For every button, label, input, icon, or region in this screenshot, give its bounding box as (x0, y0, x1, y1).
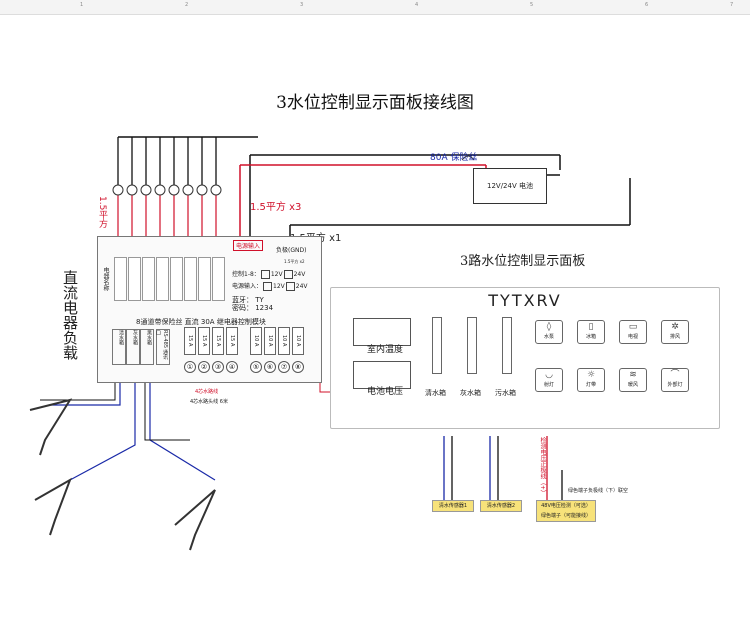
fuse-3: 15 A (212, 327, 224, 355)
channel-7: ⑦ (278, 361, 290, 373)
relay-slot (128, 257, 141, 301)
battery-voltage-label: 电池电压 (367, 387, 404, 397)
negative-label: 负极(GND) (276, 247, 307, 254)
relay-slot (142, 257, 155, 301)
relay-slot (114, 257, 127, 301)
fuse-7: 10 A (278, 327, 290, 355)
fuse-6: 10 A (264, 327, 276, 355)
neg-wire-label: 绿色端子负极线（下）联空 (568, 488, 629, 494)
fuse-8: 10 A (292, 327, 304, 355)
ruler-mark: 2 (185, 2, 189, 8)
ruler-bar: 1 2 3 4 5 6 7 (0, 0, 750, 15)
ruler-mark: 1 (80, 2, 84, 8)
tank-bar-fresh (432, 317, 442, 374)
ruler-mark: 7 (730, 2, 734, 8)
tank-label-fresh: 清水箱 (425, 389, 446, 397)
tank-bar-grey (467, 317, 477, 374)
cable-note-2: 4芯水路头线 6米 (190, 399, 228, 405)
ruler-mark: 5 (530, 2, 534, 8)
terminal-black: 黑水箱 (140, 329, 154, 365)
fan-icon: ✲ (671, 322, 679, 332)
wire-label-x3: 1.5平方 x3 (250, 202, 302, 213)
channel-5: ⑤ (250, 361, 262, 373)
lamp-icon: ☼ (586, 370, 596, 380)
channel-2: ② (198, 361, 210, 373)
channel-8: ⑧ (292, 361, 304, 373)
lamp-strip-button[interactable]: ☼灯带 (577, 368, 605, 392)
red-wire-label: 检测电压正极线（+） (539, 437, 546, 497)
wire-label-left: 1.5平方 (97, 196, 107, 229)
terminal-fresh: 清水箱 (112, 329, 126, 365)
tank-label-black: 污水箱 (495, 389, 516, 397)
tank-label-grey: 灰水箱 (460, 389, 481, 397)
light-icon: ◡ (545, 370, 553, 380)
power-input-label: 电源输入 (233, 240, 264, 251)
rs485-port: RS-485 通讯口 (155, 329, 170, 365)
tank-bar-black (502, 317, 512, 374)
fridge-button[interactable]: ▯冰箱 (577, 320, 605, 344)
fan-button[interactable]: ✲排风 (661, 320, 689, 344)
fuse-1: 15 A (184, 327, 196, 355)
relay-slot (184, 257, 197, 301)
pump-button[interactable]: ◊水泵 (535, 320, 563, 344)
ruler-mark: 4 (415, 2, 419, 8)
water-drop-icon: ◊ (546, 322, 552, 332)
check-12v[interactable] (263, 282, 273, 291)
outdoor-light-icon: ⌒ (670, 370, 680, 380)
relay-slot (212, 257, 225, 301)
tv-button[interactable]: ▭电视 (619, 320, 647, 344)
outdoor-light-button[interactable]: ⌒外部灯 (661, 368, 689, 392)
relay-slot (156, 257, 169, 301)
display-panel: TYTXRV 室内温度 电池电压 清水箱 灰水箱 污水箱 ◊水泵 ▯冰箱 ▭电视… (330, 287, 720, 429)
channel-4: ④ (226, 361, 238, 373)
fuse-4: 15 A (226, 327, 238, 355)
heater-icon: ≋ (629, 370, 637, 380)
battery: 12V/24V 电池 (473, 168, 547, 204)
channel-3: ③ (212, 361, 224, 373)
check-24v[interactable] (285, 282, 295, 291)
check-12v[interactable] (260, 270, 270, 279)
channel-6: ⑥ (264, 361, 276, 373)
check-24v[interactable] (283, 270, 293, 279)
panel-brand: TYTXRV (488, 291, 562, 310)
voltage-display (353, 361, 411, 389)
terminal-grey: 灰水箱 (126, 329, 140, 365)
negative-sub-label: 1.5平方 x2 (284, 259, 305, 264)
cable-note: 4芯水路线 (195, 389, 219, 395)
relay-slot (170, 257, 183, 301)
tv-icon: ▭ (628, 322, 638, 332)
indoor-temp-label: 室内温度 (367, 345, 404, 355)
heater-button[interactable]: ≋暖风 (619, 368, 647, 392)
password-label: 密码： 1234 (232, 304, 274, 312)
panel-heading: 3路水位控制显示面板 (460, 254, 586, 269)
module-name-label: 电器名称 (102, 267, 109, 291)
dc-load-label: 直流电器负载 (61, 270, 79, 360)
page-title: 3水位控制显示面板接线图 (276, 93, 474, 113)
ruler-mark: 3 (300, 2, 304, 8)
relay-slot (198, 257, 211, 301)
module-subtitle: 8通道带保险丝 直流 30A 继电器控制模块 (136, 318, 266, 326)
fuse-label: 80A 保险丝 (430, 153, 478, 163)
channel-1: ① (184, 361, 196, 373)
sensor-box-1: 清水传感器1 (432, 500, 474, 512)
sensor-box-3: 48V电压检测（可选）绿色端子（可能接线） (536, 500, 596, 522)
fuse-5: 10 A (250, 327, 262, 355)
spotlight-button[interactable]: ◡射灯 (535, 368, 563, 392)
ruler-mark: 6 (645, 2, 649, 8)
fridge-icon: ▯ (588, 322, 594, 332)
temp-display (353, 318, 411, 346)
bluetooth-label: 蓝牙： TY (232, 296, 264, 304)
fuse-2: 15 A (198, 327, 210, 355)
sensor-box-2: 清水传感器2 (480, 500, 522, 512)
